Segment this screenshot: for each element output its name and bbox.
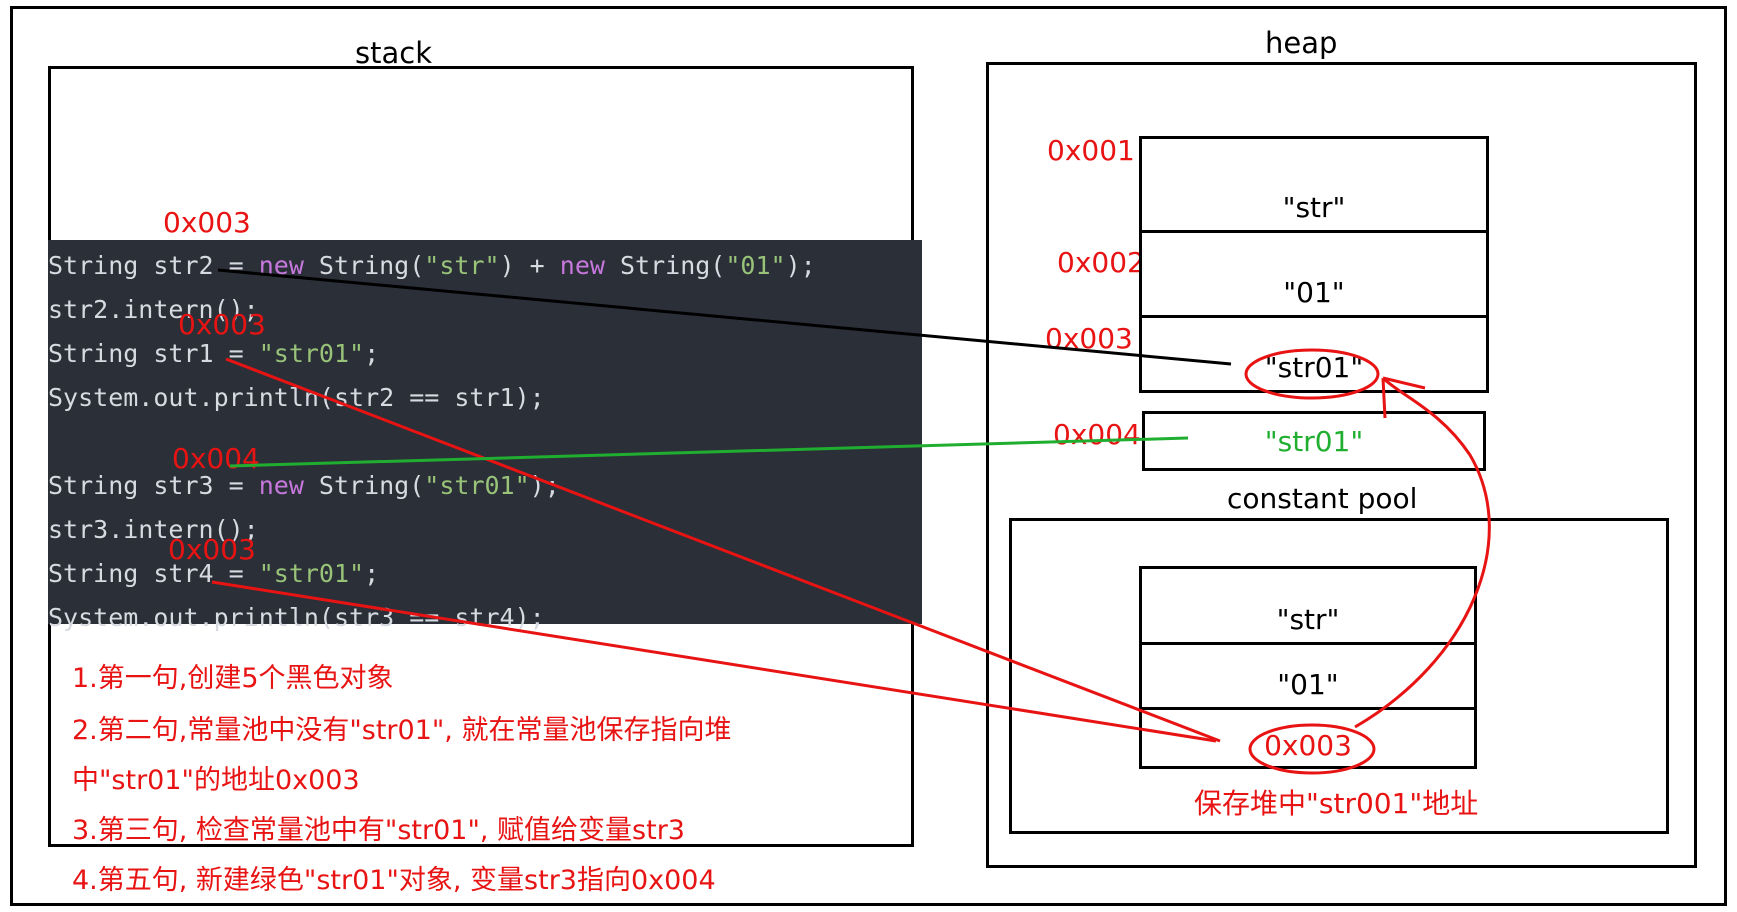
constant-pool-label: constant pool (1227, 482, 1418, 515)
code-token: String str2 = (48, 251, 259, 280)
heap-label: heap (1265, 26, 1338, 60)
code-token: str3.intern(); (48, 515, 259, 544)
heap-object-01: "01" (1139, 230, 1489, 318)
note-3: 3.第三句, 检查常量池中有"str01", 赋值给变量str3 (72, 815, 685, 846)
outer-frame (10, 6, 1727, 906)
code-token: ); (529, 471, 560, 500)
code-token: String( (604, 251, 726, 280)
code-token: String( (303, 471, 425, 500)
code-token: System.out.println(str3 == str4); (48, 603, 545, 632)
heap-object-str01-green: "str01" (1142, 411, 1486, 471)
note-4: 4.第五句, 新建绿色"str01"对象, 变量str3指向0x004 (72, 865, 716, 896)
code-token: new (258, 251, 304, 280)
code-token: System.out.println(str2 == str1); (48, 383, 545, 412)
heap-object-str: "str" (1139, 136, 1489, 233)
heap-addr-0x002: 0x002 (1057, 246, 1145, 279)
str2-address-label: 0x003 (163, 206, 251, 239)
pool-entry-address: 0x003 (1139, 707, 1477, 769)
heap-addr-0x004: 0x004 (1053, 418, 1141, 451)
code-token: "str01" (258, 339, 365, 368)
code-token: "str" (424, 251, 500, 280)
code-token: new (258, 471, 304, 500)
code-line: str3.intern(); (48, 508, 259, 552)
heap-addr-0x001: 0x001 (1047, 134, 1135, 167)
code-line: String str3 = new String("str01"); (48, 464, 560, 508)
code-token: String( (303, 251, 425, 280)
pool-entry-01: "01" (1139, 642, 1477, 710)
code-token: String str4 = (48, 559, 259, 588)
code-line: System.out.println(str3 == str4); (48, 596, 545, 640)
code-token: ) + (499, 251, 560, 280)
code-line: System.out.println(str2 == str1); (48, 376, 545, 420)
code-token: new (559, 251, 605, 280)
code-token: ; (364, 339, 380, 368)
code-block: String str2 = new String("str") + new St… (48, 240, 922, 632)
constant-pool-note: 保存堆中"str001"地址 (1194, 787, 1479, 820)
code-token: ); (785, 251, 816, 280)
str3-address-label: 0x004 (172, 442, 260, 475)
code-token: ; (364, 559, 380, 588)
note-2: 2.第二句,常量池中没有"str01", 就在常量池保存指向堆 (72, 715, 732, 746)
str1-address-label: 0x003 (178, 308, 266, 341)
heap-object-str01: "str01" (1139, 315, 1489, 393)
code-token: "01" (725, 251, 786, 280)
code-token: "str01" (424, 471, 530, 500)
code-line: String str2 = new String("str") + new St… (48, 244, 816, 288)
code-token: String str1 = (48, 339, 259, 368)
code-token: String str3 = (48, 471, 259, 500)
pool-entry-str: "str" (1139, 566, 1477, 645)
str4-address-label: 0x003 (168, 533, 256, 566)
note-2-cont: 中"str01"的地址0x003 (72, 765, 360, 796)
code-token: "str01" (258, 559, 365, 588)
heap-addr-0x003: 0x003 (1045, 322, 1133, 355)
stack-label: stack (355, 36, 432, 70)
note-1: 1.第一句,创建5个黑色对象 (72, 663, 394, 694)
